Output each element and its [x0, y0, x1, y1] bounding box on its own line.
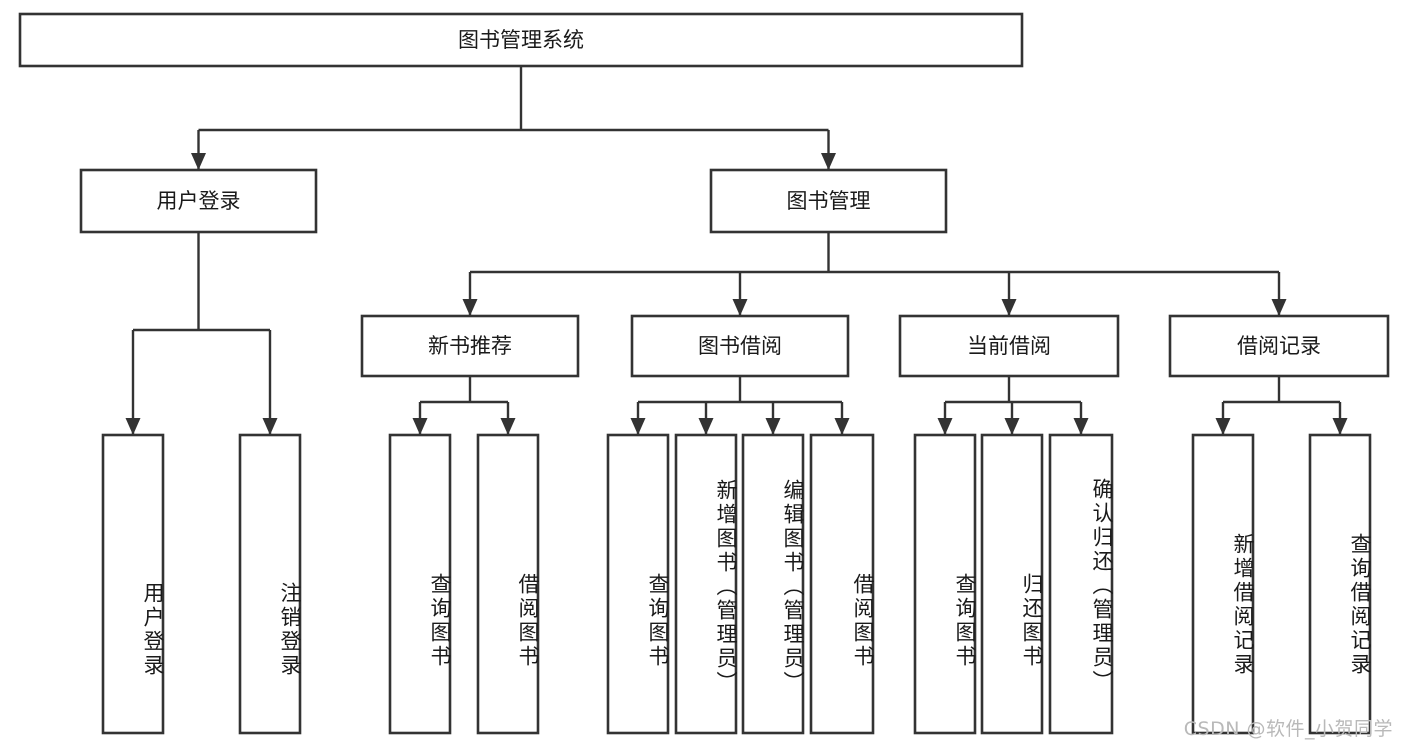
- node-root[interactable]: [18, 12, 1024, 68]
- arrow-head-icon: [1271, 299, 1287, 316]
- node-leaf-add-book[interactable]: [674, 433, 738, 735]
- node-new-book-recommend[interactable]: [360, 314, 580, 378]
- node-leaf-logout[interactable]: [238, 433, 302, 735]
- node-label-root: 图书管理系统: [458, 28, 584, 52]
- arrow-head-icon: [500, 418, 516, 435]
- arrow-head-icon: [821, 153, 836, 170]
- arrow-head-icon: [462, 299, 478, 316]
- node-leaf-edit-book[interactable]: [741, 433, 805, 735]
- node-label-user-login: 用户登录: [157, 189, 241, 213]
- arrow-head-icon: [191, 153, 206, 170]
- arrow-head-icon: [732, 299, 748, 316]
- node-current-borrow[interactable]: [898, 314, 1120, 378]
- node-book-management[interactable]: [709, 168, 948, 234]
- node-leaf-add-record[interactable]: [1191, 433, 1255, 735]
- arrow-head-icon: [1332, 418, 1348, 435]
- arrow-head-icon: [1004, 418, 1020, 435]
- node-book-borrow[interactable]: [630, 314, 850, 378]
- node-label-current-borrow: 当前借阅: [967, 334, 1051, 358]
- arrow-head-icon: [765, 418, 781, 435]
- arrow-head-icon: [698, 418, 714, 435]
- arrow-head-icon: [412, 418, 428, 435]
- node-label-new-book-recommend: 新书推荐: [428, 334, 512, 358]
- arrow-head-icon: [937, 418, 953, 435]
- node-leaf-borrow-book-2[interactable]: [809, 433, 875, 735]
- node-leaf-query-record[interactable]: [1308, 433, 1372, 735]
- node-label-borrow-record: 借阅记录: [1237, 334, 1321, 358]
- node-leaf-return-book[interactable]: [980, 433, 1044, 735]
- connector-layer: [125, 66, 1348, 435]
- node-leaf-query-book-1[interactable]: [388, 433, 452, 735]
- node-user-login[interactable]: [79, 168, 318, 234]
- node-label-book-management: 图书管理: [787, 189, 871, 213]
- box-layer: [18, 12, 1390, 735]
- arrow-head-icon: [1073, 418, 1089, 435]
- arrow-head-icon: [125, 418, 141, 435]
- arrow-head-icon: [630, 418, 646, 435]
- node-label-book-borrow: 图书借阅: [698, 334, 782, 358]
- arrow-head-icon: [1001, 299, 1017, 316]
- node-leaf-borrow-book-1[interactable]: [476, 433, 540, 735]
- arrow-head-icon: [262, 418, 278, 435]
- node-leaf-confirm-return[interactable]: [1048, 433, 1114, 735]
- node-leaf-query-book-3[interactable]: [913, 433, 977, 735]
- node-leaf-query-book-2[interactable]: [606, 433, 670, 735]
- arrow-head-icon: [834, 418, 850, 435]
- node-leaf-user-login[interactable]: [101, 433, 165, 735]
- arrow-head-icon: [1215, 418, 1231, 435]
- node-borrow-record[interactable]: [1168, 314, 1390, 378]
- watermark: CSDN @软件_小贺同学: [1183, 718, 1393, 740]
